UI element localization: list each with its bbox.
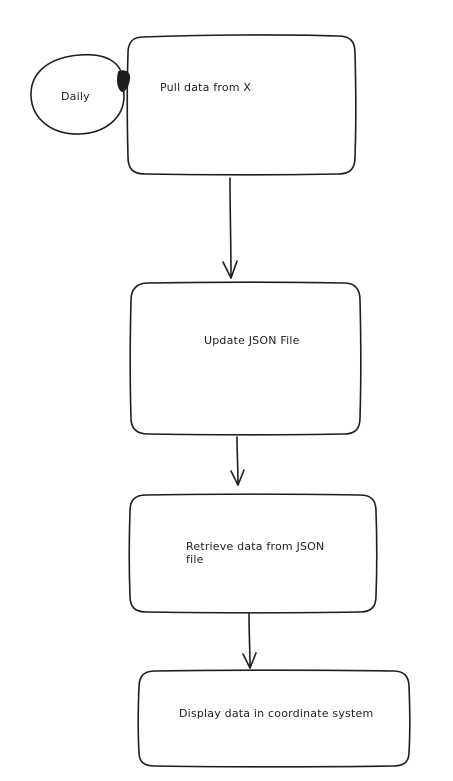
display-data-label: Display data in coordinate system — [179, 707, 374, 720]
arrow-head-1 — [222, 260, 238, 279]
arrow-pull-to-update — [229, 177, 232, 279]
arrow-head-2 — [230, 469, 245, 486]
display-data-box[interactable] — [137, 669, 411, 768]
update-json-box[interactable] — [129, 281, 362, 436]
pull-data-label: Pull data from X — [160, 81, 252, 94]
arrow-update-to-retrieve — [236, 436, 239, 486]
daily-label: Daily — [61, 90, 90, 103]
arrow-retrieve-to-display — [248, 613, 251, 669]
retrieve-data-box[interactable] — [128, 493, 378, 614]
daily-circle[interactable] — [30, 53, 125, 135]
retrieve-data-label: Retrieve data from JSON file — [186, 540, 325, 566]
update-json-label: Update JSON File — [204, 334, 300, 347]
arrow-head-3 — [242, 652, 257, 669]
pull-data-box[interactable] — [126, 34, 357, 176]
